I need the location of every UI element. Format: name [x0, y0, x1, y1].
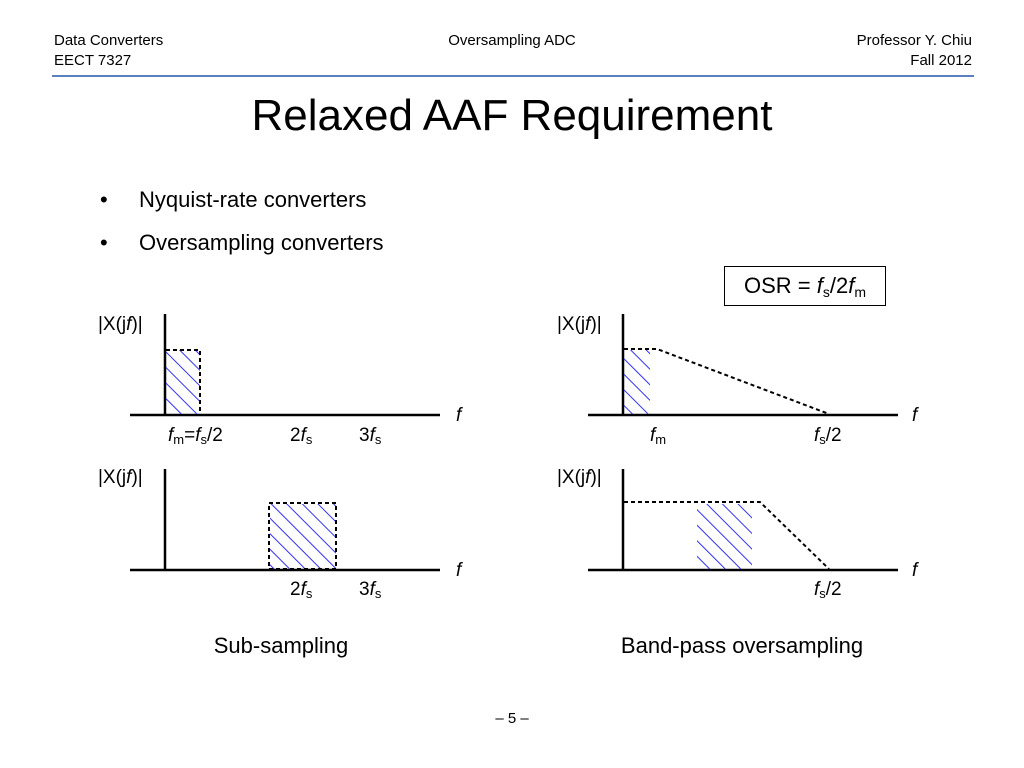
bullet-item: • Oversampling converters [100, 227, 384, 270]
plot-nyquist-rate [130, 314, 440, 417]
caption-band-pass-oversampling: Band-pass oversampling [620, 633, 864, 658]
y-axis-label: |X(jf)| [98, 314, 143, 335]
aaf-response [268, 502, 337, 570]
header-topic: Oversampling ADC [448, 32, 576, 49]
signal-band-hatch [624, 350, 650, 414]
bullet-text: Nyquist-rate converters [139, 187, 367, 212]
aaf-response [624, 348, 830, 415]
bullet-text: Oversampling converters [139, 230, 384, 255]
x-axis-label: f [456, 560, 462, 581]
tick-3fs: 3fs [359, 579, 382, 601]
bullet-marker: • [100, 230, 108, 255]
instructor: Professor Y. Chiu [856, 32, 972, 49]
x-axis-label: f [912, 560, 918, 581]
header-divider [52, 75, 974, 77]
plot-oversampling [588, 314, 898, 417]
tick-fs-half: fs/2 [814, 579, 842, 601]
x-axis-label: f [912, 405, 918, 426]
semester: Fall 2012 [910, 52, 972, 69]
signal-band-hatch [166, 350, 200, 414]
signal-band-hatch [697, 504, 752, 569]
y-axis-label: |X(jf)| [98, 467, 143, 488]
tick-fm: fm [650, 425, 667, 447]
caption-sub-sampling: Sub-sampling [213, 633, 349, 658]
bullet-item: • Nyquist-rate converters [100, 184, 384, 227]
signal-band-hatch [270, 504, 336, 569]
plot-sub-sampling [130, 469, 440, 572]
header-left: Data Converters EECT 7327 [54, 31, 163, 71]
aaf-response [624, 501, 830, 570]
page-number: – 5 – [495, 710, 529, 727]
x-axis-label: f [456, 405, 462, 426]
tick-fm-eq-fs-half: fm=fs/2 [168, 425, 223, 447]
course-name: Data Converters [54, 32, 164, 49]
header-right: Professor Y. Chiu Fall 2012 [857, 31, 972, 71]
tick-fs-half: fs/2 [814, 425, 842, 447]
osr-formula-box: OSR = fs/2fm [724, 266, 886, 306]
tick-3fs: 3fs [359, 425, 382, 447]
y-axis-label: |X(jf)| [557, 314, 602, 335]
tick-2fs: 2fs [290, 425, 313, 447]
bullet-marker: • [100, 187, 108, 212]
plot-band-pass-oversampling [588, 469, 898, 572]
y-axis-label: |X(jf)| [557, 467, 602, 488]
tick-2fs: 2fs [290, 579, 313, 601]
bullet-list: • Nyquist-rate converters • Oversampling… [100, 184, 384, 270]
slide-title: Relaxed AAF Requirement [251, 91, 773, 140]
course-code: EECT 7327 [54, 52, 132, 69]
